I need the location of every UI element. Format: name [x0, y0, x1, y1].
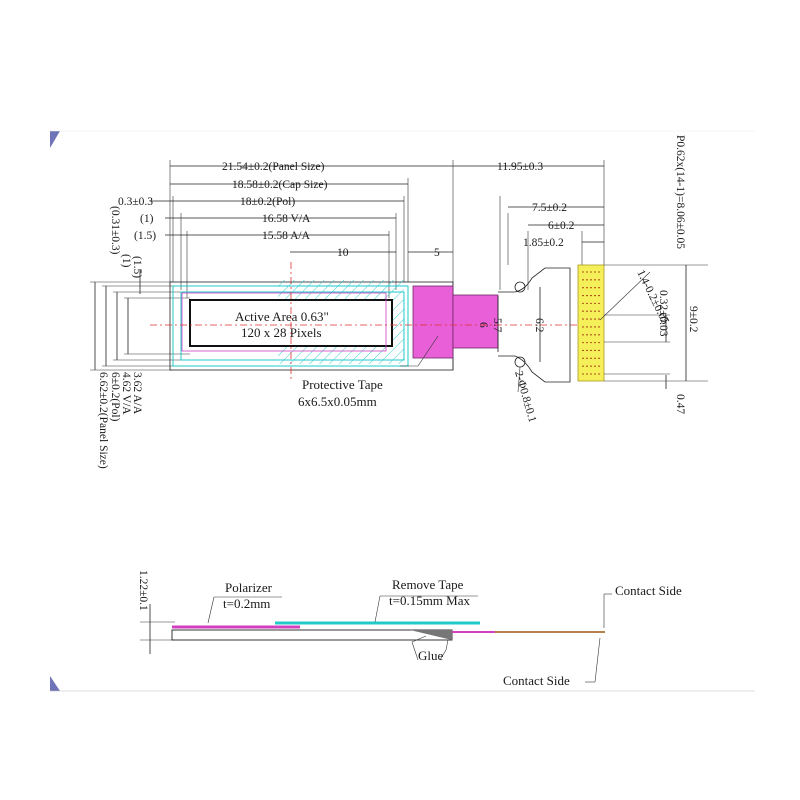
dim-center-ten: 10 [337, 247, 349, 259]
right-dimension-lines [665, 265, 687, 389]
active-area-pixels: 120 x 28 Pixels [241, 325, 322, 340]
polarizer-label: Polarizer [225, 580, 273, 595]
active-area-title: Active Area 0.63" [235, 309, 329, 324]
va-outline [181, 292, 387, 352]
tape-leader [417, 335, 439, 367]
dim-fpc-6: 6±0.2 [548, 220, 575, 232]
remove-tape-label: Remove Tape [392, 577, 464, 592]
glue-fill [410, 630, 452, 640]
dim-five: 5 [434, 247, 440, 259]
dim-aa-offset: (1.5) [134, 230, 156, 242]
dim-fpc-75: 7.5±0.2 [532, 202, 567, 214]
contact-bottom-leader [594, 637, 601, 683]
side-view: 1.22±0.1 Polarizer t=0.2mm Remove Tape t… [137, 570, 682, 688]
frame-corner-top-left [50, 131, 60, 148]
left-extension-lines [90, 281, 190, 371]
dim-fpc-185: 1.85±0.2 [523, 237, 564, 249]
dim-va-offset: (1) [140, 213, 154, 225]
remove-tape-leader [374, 595, 381, 623]
dim-va-h: 4.62 V/A [120, 372, 132, 415]
dim-fpc-62: 6.2 [533, 318, 545, 333]
contact-side-top: Contact Side [615, 583, 682, 598]
dim-pol-offset: 0.3±0.3 [118, 196, 153, 208]
top-dimension-lines [150, 165, 604, 253]
dim-fpc-length: 11.95±0.3 [497, 161, 543, 173]
remove-tape-thickness: t=0.15mm Max [389, 593, 470, 608]
left-dimension-lines [94, 270, 141, 370]
dim-pad-gap: 0.47 [674, 394, 686, 414]
dim-fpc-57: 5.7 [491, 318, 503, 333]
dim-pol-h: 6±0.2(Pol) [109, 372, 121, 422]
dim-va: 16.58 V/A [262, 213, 311, 225]
top-extension-lines [169, 160, 605, 370]
dim-off-1: (1) [120, 254, 132, 268]
polarizer-thickness: t=0.2mm [223, 596, 270, 611]
dim-panel-h: 6.62±0.2(Panel Size) [97, 372, 109, 469]
hole-leader [517, 366, 521, 393]
glue-leader-2 [439, 639, 449, 661]
glue-leader [411, 635, 427, 661]
dim-aa: 15.58 A/A [262, 230, 311, 242]
fpc-pads [582, 271, 600, 375]
right-extension-lines [604, 264, 708, 382]
glass-layer [171, 629, 453, 641]
dim-height: 9±0.2 [687, 306, 699, 333]
glue-label: Glue [418, 648, 444, 663]
dim-thickness: 1.22±0.1 [137, 570, 149, 611]
contact-side-bottom: Contact Side [503, 673, 570, 688]
polarizer-leader [207, 596, 215, 624]
dim-panel-size: 21.54±0.2(Panel Size) [222, 161, 325, 173]
dim-off-15: (1.5) [131, 256, 143, 278]
fpc-pad-field [577, 264, 605, 382]
tape-size: 6x6.5x0.05mm [298, 394, 377, 409]
dim-cap-size: 18.58±0.2(Cap Size) [232, 179, 328, 191]
dim-hole: 2-Φ0.8±0.1 [512, 370, 538, 425]
fpc-outline [498, 267, 571, 383]
pad-len-leader [599, 271, 651, 321]
dim-aa-h: 3.62 A/A [131, 372, 143, 415]
protective-tape [412, 285, 454, 359]
frame-corner-bottom-left [50, 676, 60, 691]
fpc-tab [452, 294, 499, 349]
dim-pol: 18±0.2(Pol) [240, 196, 295, 208]
top-view: 21.54±0.2(Panel Size) 18.58±0.2(Cap Size… [90, 135, 708, 469]
dim-pad-w: 0.32±0.03 [657, 290, 669, 337]
fpc-hole-top [514, 281, 526, 293]
dim-pitch: P0.62x(14-1)=8.06±0.05 [674, 135, 686, 249]
dim-off-031: (0.31±0.3) [109, 206, 121, 255]
tape-label: Protective Tape [302, 377, 383, 392]
